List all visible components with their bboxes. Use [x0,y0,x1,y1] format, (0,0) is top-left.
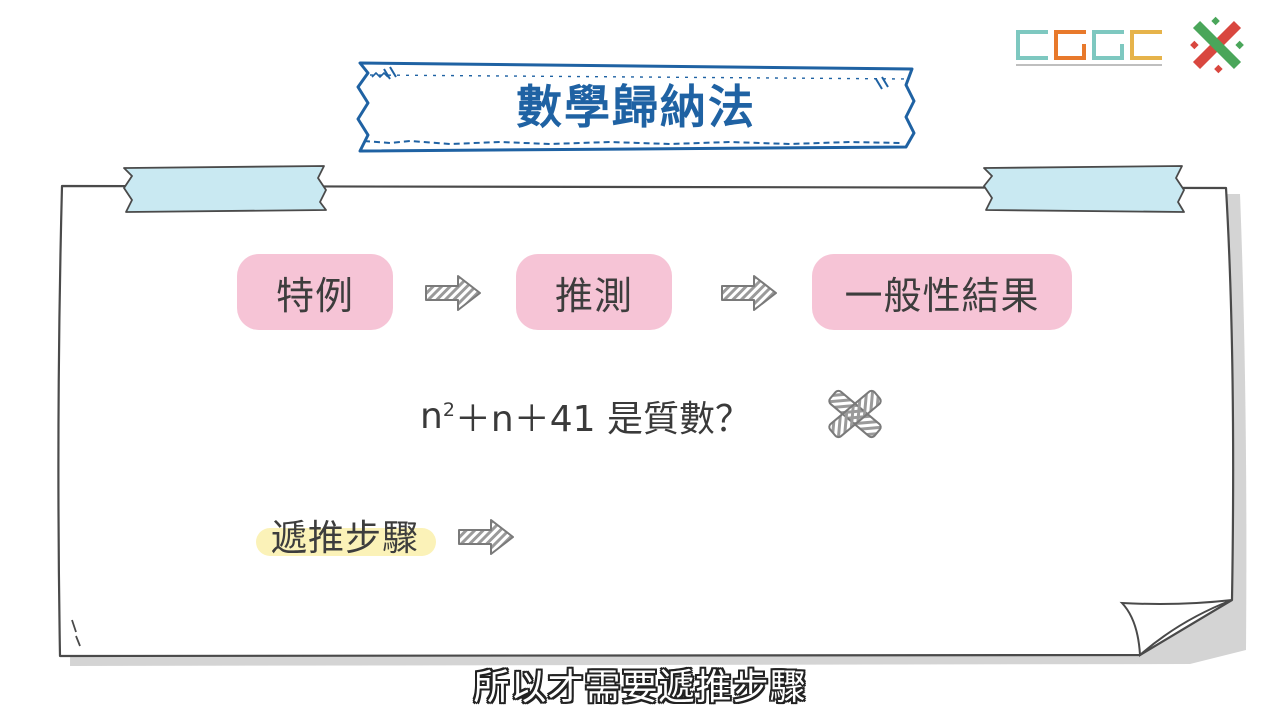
tape-left [123,165,327,213]
tape-right [983,165,1185,213]
formula-rest: ＋n＋41 是質數？ [454,399,751,440]
flow-step-general-result: 一般性結果 [812,254,1072,330]
flow-step-special-case: 特例 [237,254,393,330]
striped-arrow-icon [721,275,777,311]
flow-step-conjecture: 推測 [516,254,672,330]
striped-cross-icon [828,389,882,439]
x-logo-icon [1190,16,1244,74]
striped-arrow-icon [458,519,514,555]
video-subtitle: 所以才需要遞推步驟 [473,667,807,708]
striped-arrow-icon [425,275,481,311]
page-title: 數學歸納法 [516,80,756,134]
formula-exponent: 2 [442,399,455,421]
formula-base: n [420,395,443,437]
title-banner [356,61,916,153]
recursion-step-label: 遞推步驟 [270,518,419,559]
cggc-logo [1016,30,1162,66]
label-highlight [256,528,436,556]
